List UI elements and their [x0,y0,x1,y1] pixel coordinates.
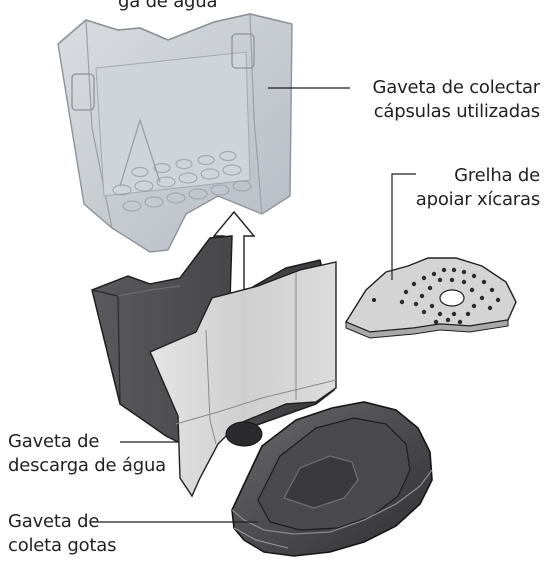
water-drawer-label-line1: Gaveta de [8,431,100,452]
cup-grid [344,257,517,339]
capsule-drawer-label-line1: Gaveta de colectar [372,77,540,98]
capsule-drawer-label-line2: cápsulas utilizadas [373,101,540,122]
cup-grid-label-line1: Grelha de [454,165,540,186]
leader-lines [90,87,416,523]
leader-cup-grid [391,173,416,280]
water-discharge-drawer [91,235,337,498]
cup-grid-label-line2: apoiar xícaras [415,189,540,210]
capsule-drawer [57,13,293,253]
drip-tray-label-line2: coleta gotas [8,535,117,556]
drip-tray-label-line1: Gaveta de [8,511,100,532]
drip-tray [231,401,433,557]
top-cut-label: ga de água [118,0,218,12]
water-drawer-label-line2: descarga de água [8,455,166,476]
